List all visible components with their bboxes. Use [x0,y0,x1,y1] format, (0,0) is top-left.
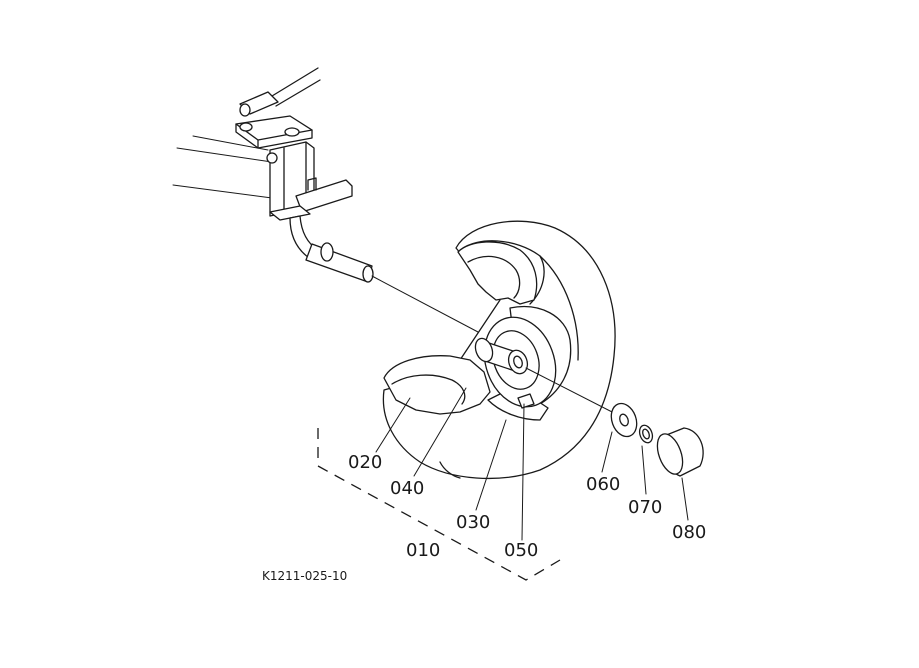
hub-cap-080 [656,427,704,477]
axle-bracket-assembly [172,67,479,333]
part-labels: 010 020 030 040 050 060 070 080 K1211-02… [262,452,706,583]
label-050: 050 [504,540,538,561]
label-040: 040 [390,478,424,499]
wheel-tire-assembly [382,220,617,480]
label-080: 080 [672,522,706,543]
reference-code: K1211-025-10 [262,569,347,583]
label-030: 030 [456,512,490,533]
label-020: 020 [348,452,382,473]
assembly-group-bracket [317,428,561,581]
leader-lines [375,387,689,541]
label-010: 010 [406,540,440,561]
snap-ring-070 [638,424,654,444]
label-060: 060 [586,474,620,495]
washer-060 [610,402,638,438]
label-070: 070 [628,497,662,518]
